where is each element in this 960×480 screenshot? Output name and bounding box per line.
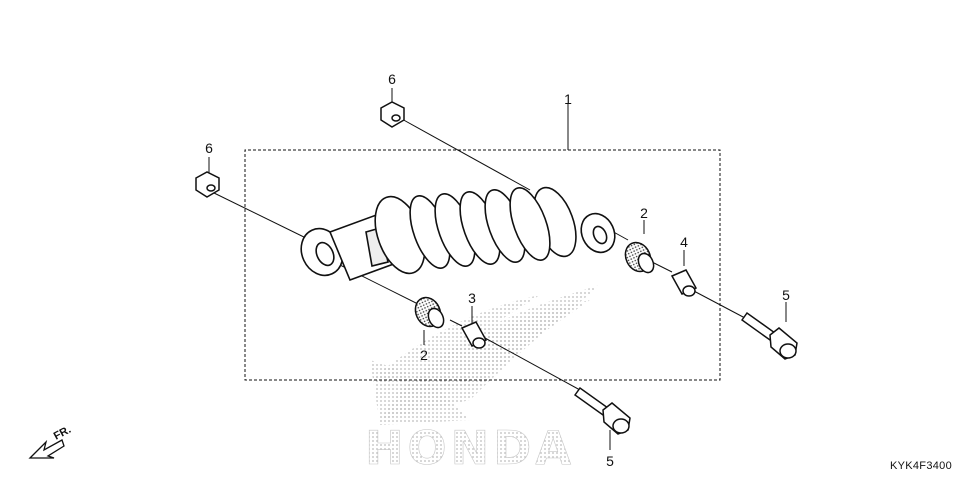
bushing-2-upper [624,241,655,274]
collar-3 [460,321,488,349]
shock-absorber [300,186,616,282]
callout-4: 4 [680,234,688,250]
nut-6-upper [380,101,405,128]
front-indicator-label: FR. [52,424,73,443]
honda-watermark-text: HONDA [365,421,575,475]
bushing-2-lower [414,296,445,329]
callout-2-lower: 2 [420,347,428,363]
callout-5-lower: 5 [606,453,614,469]
diagram-code: KYK4F3400 [889,460,952,472]
bolt-5-upper [740,311,798,360]
callout-2-upper: 2 [640,205,648,221]
bolt-5-lower [573,386,631,435]
callout-5-upper: 5 [782,287,790,303]
honda-wing-watermark [370,285,600,425]
callout-6-lower: 6 [205,140,213,156]
callout-3: 3 [468,290,476,306]
assembly-axis-lines [208,88,787,450]
assembly-frame [244,149,721,381]
callout-1: 1 [564,91,572,107]
callout-6-upper: 6 [388,71,396,87]
collar-4 [670,269,698,297]
nut-6-lower [195,171,220,198]
front-arrow-icon [28,439,65,459]
